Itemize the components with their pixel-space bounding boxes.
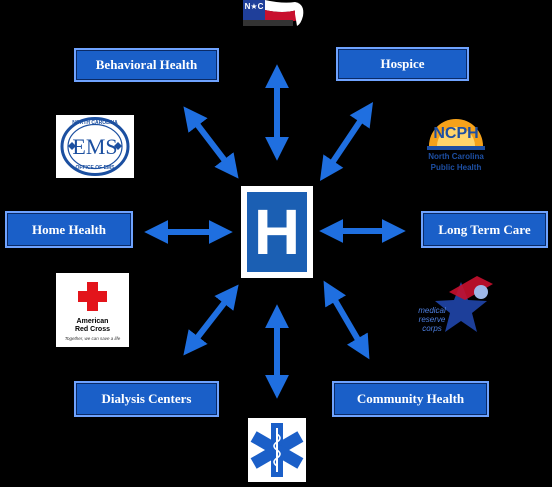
- mrc-line2: reserve: [418, 315, 446, 324]
- node-behavioral-health: Behavioral Health: [74, 48, 219, 82]
- ncph-sun-icon: [427, 119, 485, 150]
- nc-flag-icon: [243, 0, 304, 26]
- star-of-life-logo: [248, 418, 306, 482]
- red-cross-line2: Red Cross: [74, 326, 110, 333]
- red-cross-line1: American: [76, 318, 109, 325]
- ems-bottom-text: OFFICE OF EMS: [75, 165, 115, 171]
- ems-top-text: NORTH CAROLINA: [72, 120, 118, 126]
- ems-logo: NORTH CAROLINA EMS OFFICE OF EMS: [56, 115, 134, 178]
- hospital-sign: H: [241, 186, 313, 278]
- arrow-top-left: [183, 106, 239, 179]
- hospital-icon: H: [245, 190, 309, 274]
- mrc-logo: medical reserve corps: [405, 272, 503, 340]
- ncph-logo: NCPH North Carolina Public Health: [423, 108, 489, 176]
- star-of-life-icon: [250, 423, 304, 477]
- arrow-top-right: [319, 102, 374, 181]
- arrow-bottom-right: [323, 280, 370, 360]
- ncph-line2: Public Health: [430, 163, 482, 172]
- red-cross-logo: American Red Cross Together, we can save…: [56, 273, 129, 347]
- node-long-term-care: Long Term Care: [421, 211, 548, 248]
- node-hospice: Hospice: [336, 47, 469, 81]
- mrc-line1: medical: [418, 306, 446, 315]
- node-dialysis-centers: Dialysis Centers: [74, 381, 219, 417]
- arrow-bottom-left: [183, 284, 239, 356]
- mrc-star-icon: [435, 276, 493, 332]
- ncph-line1: North Carolina: [428, 152, 484, 161]
- hospital-symbol: H: [253, 196, 301, 268]
- nc-flag-logo: N★C: [243, 0, 307, 28]
- nc-flag-text: N★C: [244, 2, 264, 11]
- ems-main-text: EMS: [72, 134, 118, 159]
- mrc-line3: corps: [422, 324, 442, 333]
- node-community-health: Community Health: [332, 381, 489, 417]
- ncph-main-text: NCPH: [433, 125, 479, 142]
- red-cross-tagline: Together, we can save a life: [64, 336, 121, 341]
- red-cross-icon: [78, 282, 107, 311]
- node-home-health: Home Health: [5, 211, 133, 248]
- ems-seal-icon: [60, 117, 130, 176]
